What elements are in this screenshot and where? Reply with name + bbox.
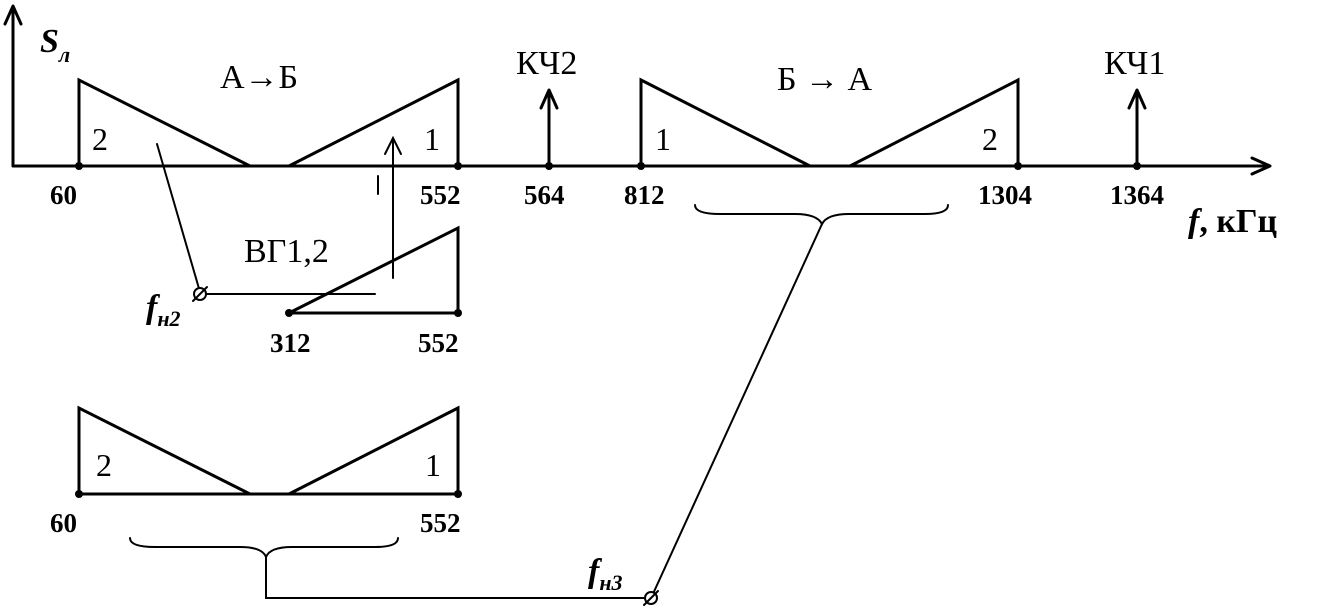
- band-bottom-1-number: 1: [425, 447, 441, 483]
- fn3-leader-line: [651, 223, 823, 597]
- tick-top-1304: 1304: [978, 180, 1032, 210]
- tick-top-564: 564: [524, 180, 565, 210]
- y-axis-label: Sл: [40, 23, 70, 67]
- pilot-kch2-label: КЧ2: [516, 45, 577, 82]
- y-axis-arrow: [3, 4, 23, 26]
- band-ba-1-number: 1: [655, 121, 671, 157]
- top-tick-dots: [75, 162, 1141, 170]
- tick-mid-312: 312: [270, 328, 311, 358]
- direction-ba-label: Б → А: [777, 61, 873, 98]
- pilot-kch2-arrowhead: [539, 88, 559, 110]
- fn3-connection-line: [265, 556, 649, 599]
- band-ba-2: [849, 77, 1020, 168]
- tick-bottom-552: 552: [420, 508, 461, 538]
- tick-top-812: 812: [624, 180, 665, 210]
- band-ba-1: [639, 77, 811, 168]
- tick-bottom-60: 60: [50, 508, 77, 538]
- band-bottom-2-number: 2: [96, 447, 112, 483]
- tick-mid-552: 552: [418, 328, 459, 358]
- tick-top-1364: 1364: [1110, 180, 1164, 210]
- fn3-label: fн3: [588, 553, 623, 595]
- direction-ab-label: А→Б: [220, 59, 298, 96]
- band-ab-2: [77, 77, 251, 168]
- vg-label: ВГ1,2: [244, 233, 329, 270]
- fn2-leader-line: [156, 143, 201, 293]
- x-axis-arrow: [1250, 156, 1272, 176]
- band-ab-1: [288, 77, 460, 168]
- band-ba-2-number: 2: [982, 121, 998, 157]
- fn2-label: fн2: [146, 289, 181, 331]
- band-vg: [288, 225, 460, 315]
- conversion-arrowhead: [384, 135, 402, 155]
- tick-top-552: 552: [420, 180, 461, 210]
- brace-ba-group: [694, 204, 949, 227]
- band-ab-2-number: 2: [92, 121, 108, 157]
- brace-bottom-group: [129, 537, 399, 560]
- pilot-kch1-label: КЧ1: [1104, 45, 1165, 82]
- pilot-kch1-arrowhead: [1127, 88, 1147, 110]
- x-axis-label: f, кГц: [1188, 203, 1278, 240]
- tick-top-60: 60: [50, 180, 77, 210]
- band-ab-1-number: 1: [424, 121, 440, 157]
